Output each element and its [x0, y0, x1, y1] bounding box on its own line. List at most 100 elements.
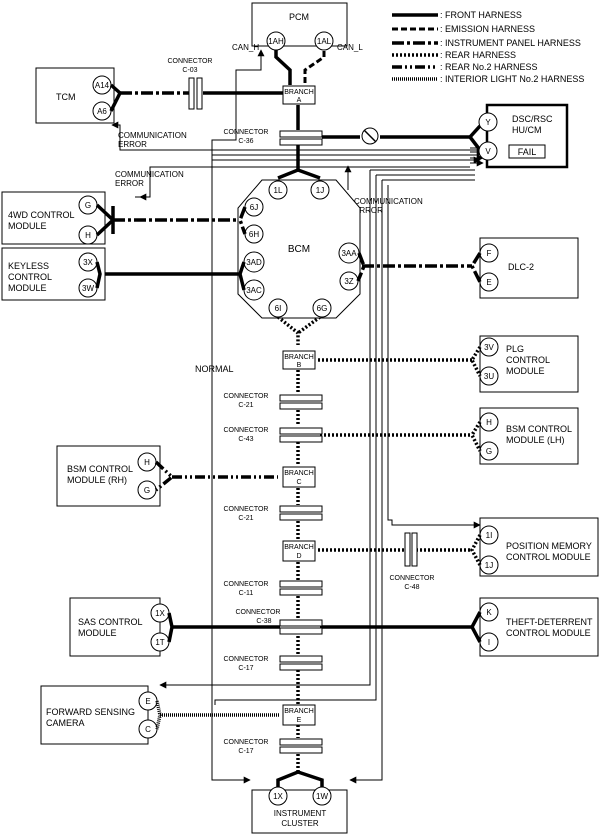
connector-c38: CONNECTOR C-38 — [236, 609, 323, 635]
branch-c-label-1: BRANCH — [284, 470, 314, 477]
dsc-fail-label: FAIL — [518, 147, 537, 157]
instrument-cluster-pin-1x-label: 1X — [273, 792, 283, 801]
connector-c48-label-1: CONNECTOR — [390, 575, 435, 582]
keyless-label-2: CONTROL — [8, 272, 52, 282]
pcm-can-h-label: CAN_H — [232, 43, 259, 52]
connector-c17b-label-1: CONNECTOR — [224, 739, 269, 746]
comm-error-1-line1: COMMUNICATION — [118, 131, 187, 140]
bcm-module: BCM 1L 1J 6J 6H 3AD 3AC 3AA 3Z 6I 6G — [237, 179, 366, 319]
connector-c17b-label-2: C-17 — [238, 748, 253, 755]
bcm-pin-6g — [312, 298, 332, 318]
legend-label-interior-light2: : INTERIOR LIGHT No.2 HARNESS — [440, 74, 584, 84]
dsc-box — [485, 103, 569, 169]
keyless-module: KEYLESS CONTROL MODULE 3X 3W — [1, 247, 106, 301]
branch-a: BRANCH A — [282, 85, 316, 105]
comm-error-2-line1: COMMUNICATION — [115, 170, 184, 179]
connector-c17a: CONNECTOR C-17 — [224, 655, 323, 672]
bsm-lh-pin-g-label: G — [486, 447, 492, 456]
branch-d-label-2: D — [296, 553, 301, 560]
comm-error-3-line2: ERROR — [354, 206, 383, 215]
bcm-pin-1l — [268, 180, 288, 200]
keyless-pin-3x-label: 3X — [83, 258, 93, 267]
connector-c03-label-2: C-03 — [182, 67, 197, 74]
connector-c36: CONNECTOR C-36 — [224, 129, 323, 146]
connector-c21b-label-2: C-21 — [238, 515, 253, 522]
bcm-pin-1j — [310, 180, 330, 200]
branch-a-label-1: BRANCH — [284, 89, 314, 96]
instrument-cluster-pin-1x — [268, 786, 288, 806]
bcm-pin-3ac-label: 3AC — [246, 286, 262, 295]
connector-c43-label-1: CONNECTOR — [224, 427, 269, 434]
bcm-pin-3ad-label: 3AD — [246, 258, 262, 267]
branch-b-label-1: BRANCH — [284, 354, 314, 361]
dlc2-pin-e — [479, 272, 499, 292]
connector-c21b-label-1: CONNECTOR — [224, 506, 269, 513]
sas-label-2: MODULE — [78, 628, 117, 638]
connector-c36-label-2: C-36 — [238, 138, 253, 145]
bcm-pin-6h-label: 6H — [249, 230, 259, 239]
tcm-pin-a6-label: A6 — [97, 107, 107, 116]
dsc-pin-y-label: Y — [485, 118, 491, 127]
forward-sensing-camera-box — [40, 685, 149, 745]
forward-sensing-camera-label-1: FORWARD SENSING — [46, 707, 135, 717]
bsm-rh-label-1: BSM CONTROL — [67, 464, 133, 474]
pcm-pin-1al — [314, 31, 334, 51]
branch-b: BRANCH B — [282, 350, 316, 370]
sas-pin-1t-label: 1T — [155, 638, 164, 647]
pcm-pin-1ah — [266, 31, 286, 51]
forward-sensing-camera-label-2: CAMERA — [46, 718, 85, 728]
dsc-pin-v-label: V — [485, 147, 491, 156]
branch-e-label-1: BRANCH — [284, 708, 314, 715]
bsm-rh-pin-h-label: H — [144, 458, 150, 467]
dsc-label-1: DSC/RSC — [512, 114, 553, 124]
connector-c03-label-1: CONNECTOR — [168, 58, 213, 65]
connector-c11: CONNECTOR C-11 — [224, 580, 323, 597]
fourwd-pin-g-label: G — [85, 201, 91, 210]
branch-d: BRANCH D — [282, 540, 316, 562]
bcm-pin-3aa-label: 3AA — [341, 249, 357, 258]
connector-c21a-label-1: CONNECTOR — [224, 393, 269, 400]
instrument-cluster-label-2: CLUSTER — [281, 819, 319, 828]
fourwd-pin-h-label: H — [85, 231, 91, 240]
signal-wires — [111, 49, 485, 784]
theft-deterrent-label-1: THEFT-DETERRENT — [506, 617, 593, 627]
sas-box — [69, 597, 161, 657]
bsm-lh-label-1: BSM CONTROL — [506, 424, 572, 434]
bcm-pin-1l-label: 1L — [274, 186, 283, 195]
branch-c-label-2: C — [296, 479, 301, 486]
dlc2-label: DLC-2 — [508, 262, 534, 272]
connector-c11-label-1: CONNECTOR — [224, 581, 269, 588]
instrument-cluster-pin-1w — [312, 786, 332, 806]
branch-c: BRANCH C — [282, 466, 316, 488]
legend-label-rear2: : REAR No.2 HARNESS — [440, 62, 538, 72]
connector-c48: CONNECTOR C-48 — [390, 532, 435, 591]
connector-c38-label-1: CONNECTOR — [236, 609, 281, 616]
branch-e-label-2: E — [297, 717, 302, 724]
pcm-pin-1ah-label: 1AH — [268, 37, 284, 46]
bsm-rh-pin-g-label: G — [144, 486, 150, 495]
position-memory-pin-1j-label: 1J — [485, 561, 493, 570]
plg-pin-3v-label: 3V — [484, 343, 494, 352]
bsm-rh-module: BSM CONTROL MODULE (RH) H G — [56, 445, 175, 507]
bcm-label: BCM — [288, 244, 310, 255]
bcm-pin-6i-label: 6I — [275, 304, 282, 313]
plg-label-3: MODULE — [506, 366, 545, 376]
sas-module: SAS CONTROL MODULE 1X 1T — [69, 597, 174, 657]
theft-deterrent-label-2: CONTROL MODULE — [506, 628, 591, 638]
bcm-pin-6i — [268, 298, 288, 318]
connector-c48-label-2: C-48 — [404, 584, 419, 591]
pcm-module: PCM 1AH 1AL CAN_H CAN_L — [232, 2, 363, 52]
dlc2-pin-f-label: F — [487, 249, 492, 258]
instrument-cluster-pin-1w-label: 1W — [316, 792, 328, 801]
plg-module: PLG CONTROL MODULE 3V 3U — [469, 335, 579, 393]
bcm-pin-6g-label: 6G — [317, 304, 328, 313]
pcm-can-l-label: CAN_L — [337, 43, 363, 52]
connector-c43-label-2: C-43 — [238, 436, 253, 443]
tcm-pin-a14-label: A14 — [95, 81, 110, 90]
plg-pin-3u-label: 3U — [484, 372, 494, 381]
bsm-lh-pin-h-label: H — [486, 418, 492, 427]
bsm-lh-label-2: MODULE (LH) — [506, 435, 565, 445]
connector-c43: CONNECTOR C-43 — [224, 427, 323, 443]
legend-label-rear: : REAR HARNESS — [440, 50, 516, 60]
